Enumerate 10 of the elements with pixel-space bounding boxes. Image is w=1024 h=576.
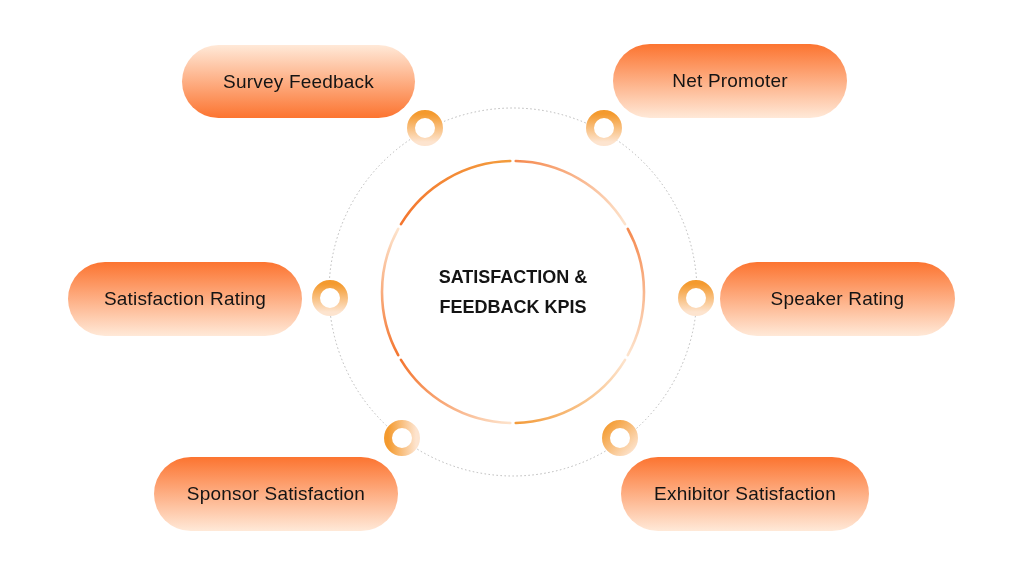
- kpi-label: Survey Feedback: [223, 70, 374, 93]
- kpi-label: Satisfaction Rating: [103, 288, 267, 310]
- kpi-pill: [182, 45, 415, 118]
- hub-circle: [380, 159, 646, 425]
- kpi-label: Speaker Rating: [770, 288, 905, 310]
- hub-title: SATISFACTION & FEEDBACK KPIS: [437, 266, 589, 319]
- kpi-label: Net Promoter: [672, 70, 788, 92]
- kpi-label: Exhibitor Satisfaction: [654, 483, 836, 505]
- kpi-label: Sponsor Satisfaction: [186, 483, 366, 505]
- kpi-pill: [613, 44, 847, 118]
